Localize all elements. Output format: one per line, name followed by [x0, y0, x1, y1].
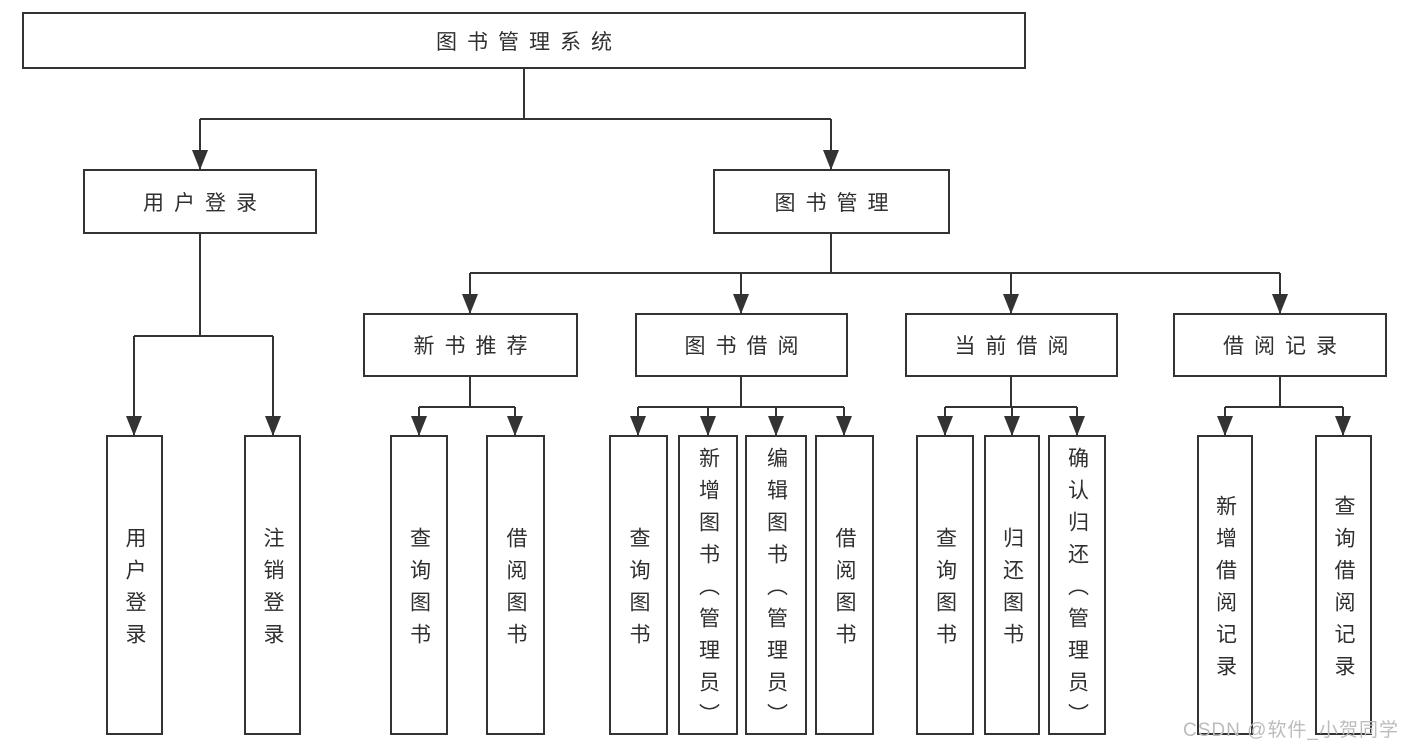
node-leaf-query-books-3: 查询图书	[916, 435, 974, 735]
node-leaf-confirm-return-admin: 确认归还（管理员）	[1048, 435, 1106, 735]
node-leaf-query-books-3-label: 查询图书	[933, 526, 957, 655]
node-leaf-edit-books-admin: 编辑图书（管理员）	[745, 435, 807, 735]
node-leaf-add-books-admin-label: 新增图书（管理员）	[696, 446, 720, 735]
node-leaf-logout-label: 注销登录	[261, 526, 284, 655]
node-leaf-return-books: 归还图书	[984, 435, 1040, 735]
csdn-watermark: CSDN @软件_小贺同学	[1183, 720, 1399, 741]
node-book-borrowing-label: 图书借阅	[684, 335, 809, 358]
node-leaf-borrow-books-2-label: 借阅图书	[833, 526, 856, 655]
node-library-system-label: 图书管理系统	[436, 30, 622, 54]
node-leaf-edit-books-admin-label: 编辑图书（管理员）	[764, 446, 788, 735]
node-current-borrowing-label: 当前借阅	[954, 335, 1079, 358]
node-borrowing-records: 借阅记录	[1173, 313, 1387, 377]
node-leaf-query-books-1: 查询图书	[390, 435, 448, 735]
node-leaf-borrow-books-2: 借阅图书	[815, 435, 874, 735]
node-book-borrowing: 图书借阅	[635, 313, 848, 377]
node-leaf-user-login-label: 用户登录	[123, 526, 146, 655]
node-leaf-add-books-admin: 新增图书（管理员）	[678, 435, 738, 735]
node-leaf-query-borrow-record: 查询借阅记录	[1315, 435, 1372, 735]
node-user-login: 用户登录	[83, 169, 317, 234]
node-user-login-label: 用户登录	[143, 191, 267, 215]
node-new-book-recommend-label: 新书推荐	[413, 335, 538, 358]
node-leaf-query-borrow-record-label: 查询借阅记录	[1332, 494, 1355, 687]
node-leaf-borrow-books-1-label: 借阅图书	[504, 526, 527, 655]
node-borrowing-records-label: 借阅记录	[1223, 335, 1347, 358]
node-leaf-query-books-2: 查询图书	[609, 435, 668, 735]
node-leaf-logout: 注销登录	[244, 435, 301, 735]
node-leaf-add-borrow-record-label: 新增借阅记录	[1213, 494, 1237, 687]
node-leaf-return-books-label: 归还图书	[1000, 526, 1024, 655]
node-leaf-query-books-1-label: 查询图书	[407, 526, 431, 655]
node-leaf-user-login: 用户登录	[106, 435, 163, 735]
node-book-management-label: 图书管理	[774, 191, 899, 215]
node-current-borrowing: 当前借阅	[905, 313, 1118, 377]
node-leaf-add-borrow-record: 新增借阅记录	[1197, 435, 1253, 735]
node-leaf-borrow-books-1: 借阅图书	[486, 435, 545, 735]
node-new-book-recommend: 新书推荐	[363, 313, 578, 377]
node-leaf-query-books-2-label: 查询图书	[627, 526, 650, 655]
node-leaf-confirm-return-admin-label: 确认归还（管理员）	[1065, 446, 1089, 735]
node-library-system: 图书管理系统	[22, 12, 1026, 69]
node-book-management: 图书管理	[713, 169, 950, 234]
